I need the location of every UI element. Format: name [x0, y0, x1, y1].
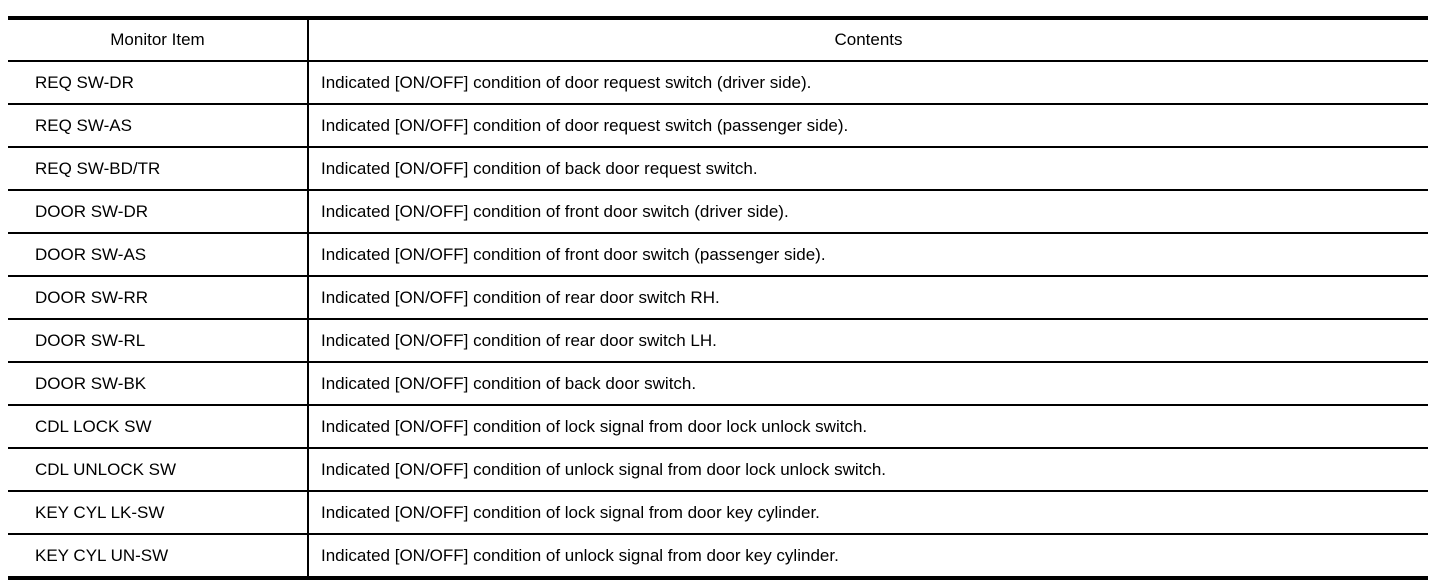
monitor-item-cell: DOOR SW-AS	[8, 233, 309, 277]
monitor-item-cell: CDL UNLOCK SW	[8, 448, 309, 492]
contents-cell: Indicated [ON/OFF] condition of door req…	[308, 104, 1428, 148]
contents-cell: Indicated [ON/OFF] condition of front do…	[308, 233, 1428, 277]
column-header-contents: Contents	[308, 18, 1428, 62]
monitor-item-cell: DOOR SW-DR	[8, 190, 309, 234]
contents-cell: Indicated [ON/OFF] condition of back doo…	[308, 147, 1428, 191]
monitor-item-cell: DOOR SW-RR	[8, 276, 309, 320]
monitor-item-cell: KEY CYL LK-SW	[8, 491, 309, 535]
contents-cell: Indicated [ON/OFF] condition of lock sig…	[308, 405, 1428, 449]
contents-cell: Indicated [ON/OFF] condition of rear doo…	[308, 276, 1428, 320]
column-header-monitor-item: Monitor Item	[8, 18, 309, 62]
contents-cell: Indicated [ON/OFF] condition of back doo…	[308, 362, 1428, 406]
contents-cell: Indicated [ON/OFF] condition of front do…	[308, 190, 1428, 234]
contents-cell: Indicated [ON/OFF] condition of unlock s…	[308, 534, 1428, 578]
monitor-item-cell: REQ SW-BD/TR	[8, 147, 309, 191]
header-row: Monitor Item Contents	[8, 18, 1428, 62]
contents-cell: Indicated [ON/OFF] condition of door req…	[308, 61, 1428, 105]
monitor-item-cell: KEY CYL UN-SW	[8, 534, 309, 578]
monitor-item-cell: REQ SW-AS	[8, 104, 309, 148]
contents-cell: Indicated [ON/OFF] condition of rear doo…	[308, 319, 1428, 363]
monitor-item-cell: DOOR SW-RL	[8, 319, 309, 363]
monitor-item-cell: CDL LOCK SW	[8, 405, 309, 449]
monitor-item-cell: DOOR SW-BK	[8, 362, 309, 406]
monitor-item-cell: REQ SW-DR	[8, 61, 309, 105]
contents-cell: Indicated [ON/OFF] condition of unlock s…	[308, 448, 1428, 492]
contents-cell: Indicated [ON/OFF] condition of lock sig…	[308, 491, 1428, 535]
